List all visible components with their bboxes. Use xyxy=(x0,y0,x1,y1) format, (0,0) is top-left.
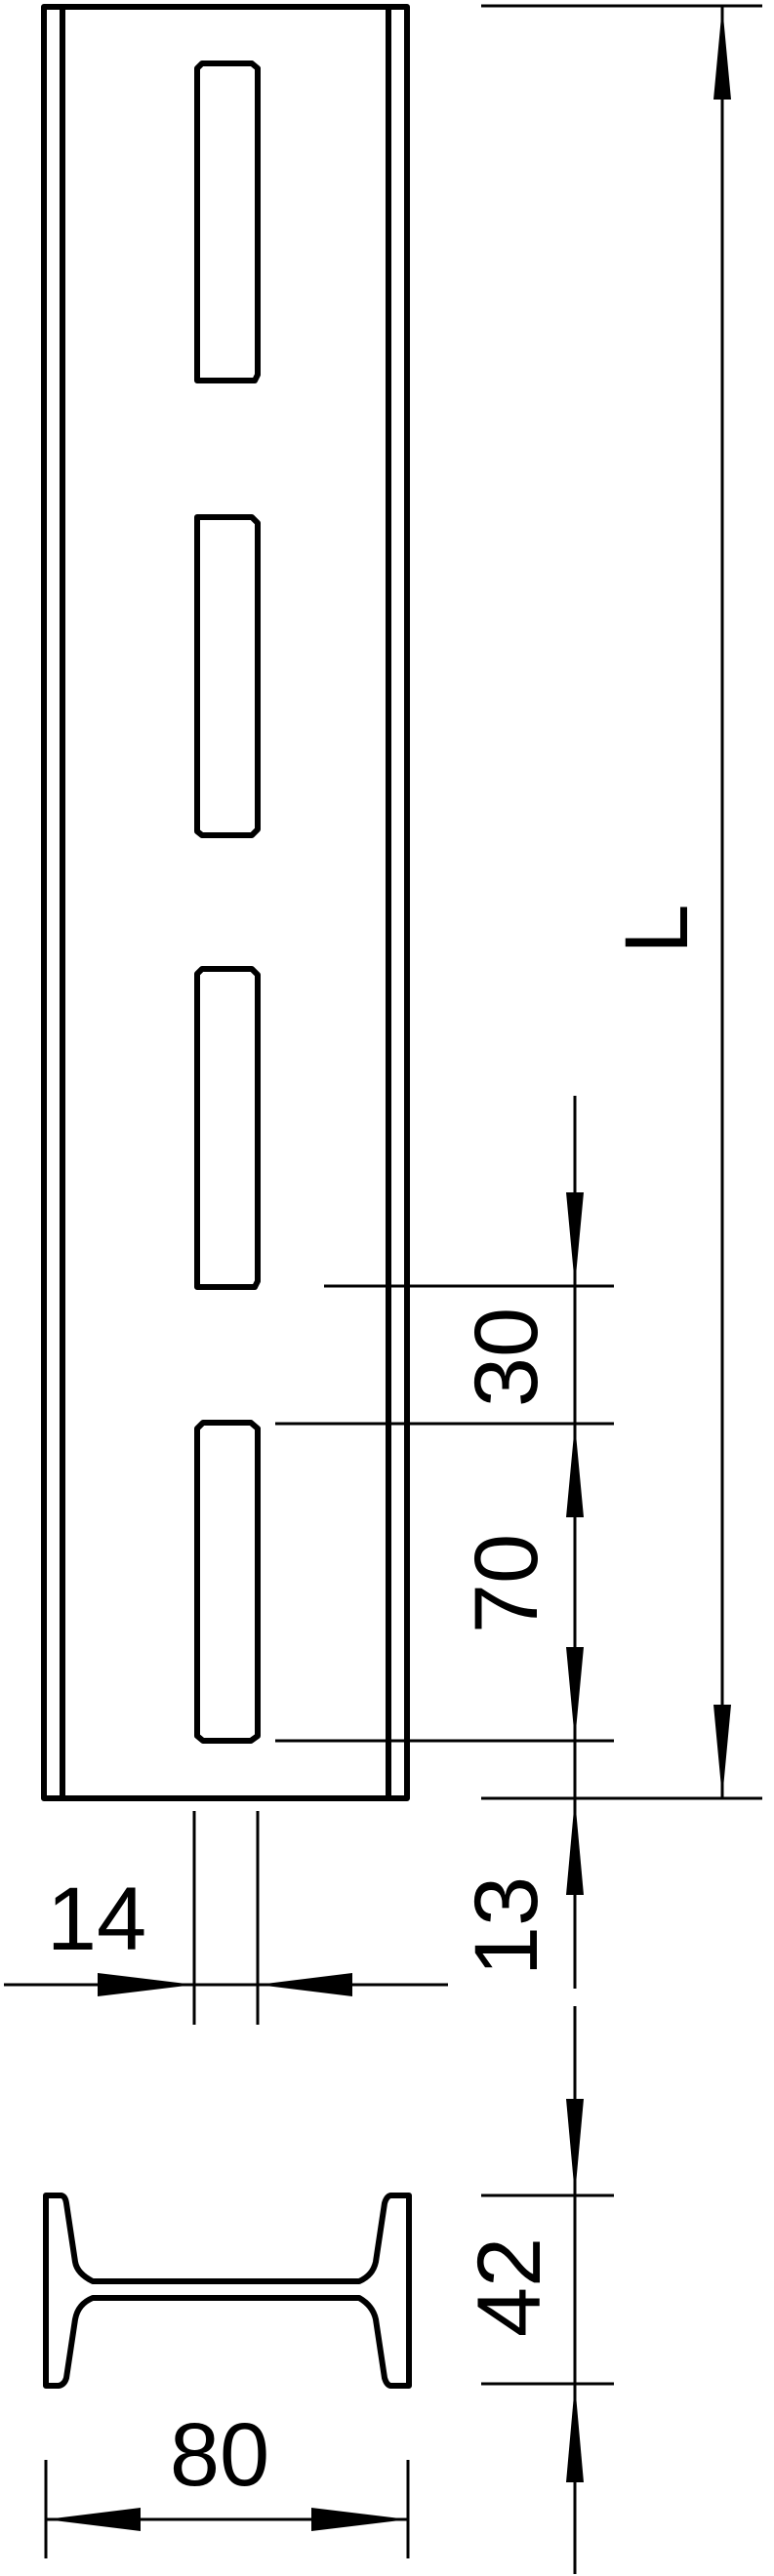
dimension-label-42: 42 xyxy=(460,2237,559,2337)
dimension-profile-width: 80 xyxy=(44,2405,410,2558)
dimension-label-80: 80 xyxy=(170,2405,269,2505)
slot-1 xyxy=(194,60,261,383)
cross-section xyxy=(43,2193,412,2389)
slot-3 xyxy=(194,966,261,1290)
arrow-right-icon xyxy=(311,2508,408,2531)
dimension-slots: 30 70 13 xyxy=(275,1096,614,2195)
arrow-left-icon xyxy=(258,1973,352,1996)
dimension-slot-width: 14 xyxy=(4,1811,448,2025)
dimension-label-13: 13 xyxy=(457,1876,556,1976)
profile-section-outline xyxy=(43,2193,412,2389)
arrow-down-icon xyxy=(566,2099,584,2195)
dimension-label-L: L xyxy=(607,904,707,953)
front-view xyxy=(41,4,410,1801)
arrow-up-icon xyxy=(566,1424,584,1517)
rail-outline xyxy=(41,4,410,1801)
slot-2 xyxy=(194,514,261,838)
arrow-up-icon xyxy=(566,1798,584,1895)
arrow-left-icon xyxy=(46,2508,141,2531)
arrow-up-icon xyxy=(713,6,731,100)
dimension-profile-height: 42 xyxy=(460,2099,614,2574)
arrow-up-icon xyxy=(566,2384,584,2482)
arrow-down-icon xyxy=(566,1192,584,1286)
arrow-right-icon xyxy=(98,1973,194,1996)
dimension-label-14: 14 xyxy=(47,1870,146,1969)
slot-4 xyxy=(194,1420,261,1744)
dimension-label-30: 30 xyxy=(457,1308,556,1407)
dimension-length: L xyxy=(481,4,762,1800)
arrow-down-icon xyxy=(713,1705,731,1798)
dimension-label-70: 70 xyxy=(457,1534,556,1633)
arrow-down-icon xyxy=(566,1647,584,1741)
